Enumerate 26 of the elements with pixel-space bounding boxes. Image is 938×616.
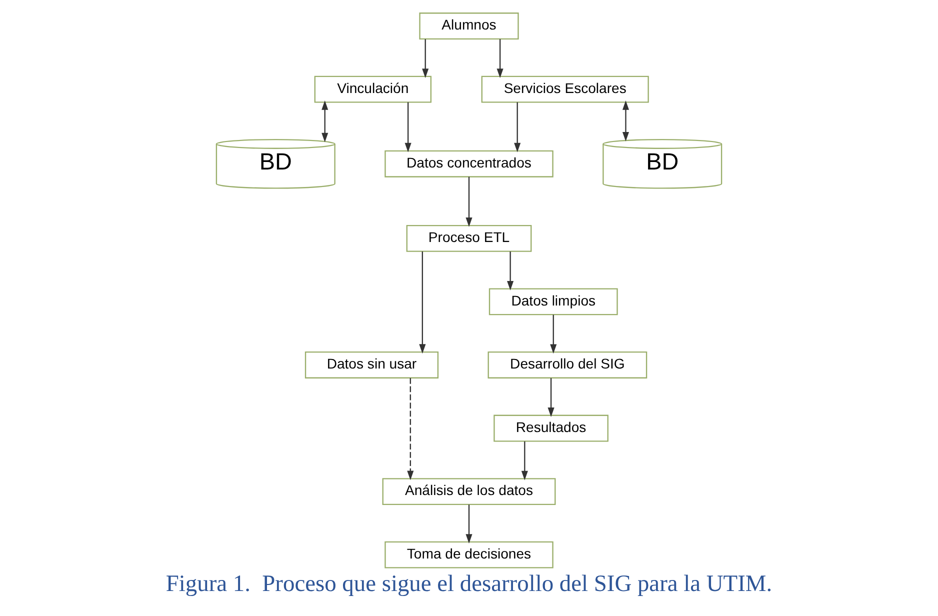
node-box: Servicios Escolares — [481, 76, 649, 103]
node-box: Resultados — [494, 414, 608, 442]
arrow — [496, 39, 504, 78]
node-box: Datos concentrados — [384, 150, 554, 178]
arrow — [322, 100, 328, 142]
arrow — [514, 102, 521, 152]
node-box: Datos limpios — [488, 288, 618, 316]
arrow — [422, 39, 429, 78]
node-box: Alumnos — [419, 12, 519, 40]
node-box: Vinculación — [314, 76, 432, 103]
arrow — [622, 100, 630, 142]
arrow — [466, 504, 472, 544]
arrow — [548, 378, 554, 417]
arrow — [507, 252, 514, 290]
caption: Figura 1. Proceso que sigue el desarrollo del SIG para la UTIM. — [166, 571, 772, 598]
arrow — [550, 314, 557, 354]
node-box: Análisis de los datos — [382, 478, 556, 506]
node-box: Desarrollo del SIG — [488, 352, 648, 378]
arrow — [466, 176, 472, 227]
node-box: Datos sin usar — [304, 352, 439, 378]
arrow — [419, 251, 426, 354]
arrow — [407, 378, 414, 480]
arrow — [521, 441, 528, 480]
node-box: Proceso ETL — [406, 224, 532, 252]
node-box: Toma de decisiones — [384, 541, 554, 568]
arrow — [404, 102, 412, 152]
